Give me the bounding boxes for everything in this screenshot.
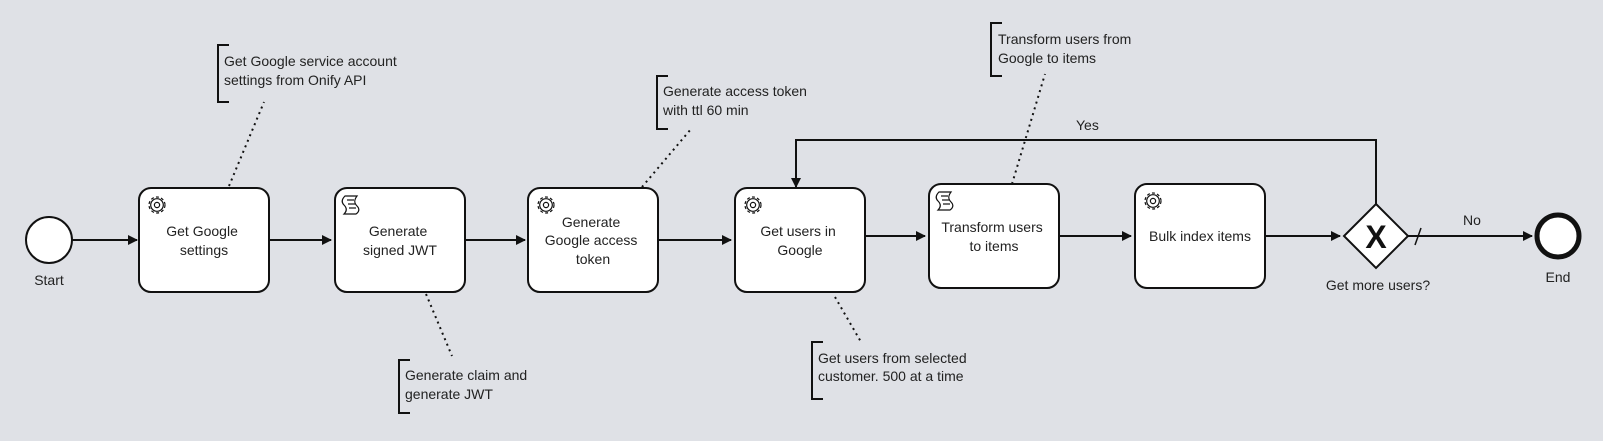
task-label: Generate [562, 214, 621, 230]
svg-text:Generate claim and gener: Generate claim and generate JWT [405, 367, 531, 402]
end-event-icon [1534, 212, 1582, 260]
text-annotation-jwt[interactable]: Generate claim and generate JWT [398, 359, 531, 414]
svg-text:Transform users to items: Transform users to items [941, 219, 1046, 254]
task-label: Google [777, 242, 822, 258]
annotation-line: Transform users from [998, 31, 1131, 47]
task-get-google-settings[interactable]: Get Google settings [138, 187, 270, 293]
annotation-line: Get users from selected [818, 350, 967, 366]
associations [228, 73, 1046, 357]
gear-icon [1144, 192, 1162, 210]
default-flow-marker [1414, 227, 1422, 246]
gear-icon [744, 196, 762, 214]
end-event[interactable]: End [1534, 212, 1582, 285]
association-settings [228, 101, 265, 187]
annotation-line: generate JWT [405, 386, 493, 402]
annotation-line: customer. 500 at a time [818, 368, 964, 384]
task-label: Generate [369, 223, 428, 239]
task-label: Get users in [760, 223, 835, 239]
gear-icon [537, 196, 555, 214]
annotation-line: Google to items [998, 50, 1096, 66]
svg-text:Get users from selected: Get users from selected customer. 500 at… [818, 350, 971, 384]
association-get-users [834, 296, 862, 343]
annotation-line: Generate claim and [405, 367, 527, 383]
exclusive-gateway-icon [1342, 202, 1410, 270]
annotation-line: settings from Onify API [224, 72, 366, 88]
task-bulk-index-items[interactable]: Bulk index items [1134, 183, 1266, 289]
svg-text:Bulk index items: Bulk index items [1149, 228, 1251, 244]
svg-text:Generate signed JWT: Generate signed JWT [363, 223, 437, 258]
text-annotation-get-users[interactable]: Get users from selected customer. 500 at… [811, 341, 971, 400]
exclusive-gateway[interactable]: X Get more users? [1326, 202, 1430, 293]
svg-text:Generate Google access: Generate Google access token [545, 214, 642, 267]
task-generate-signed-jwt[interactable]: Generate signed JWT [334, 187, 466, 293]
annotation-line: Generate access token [663, 83, 807, 99]
association-transform [1011, 73, 1046, 185]
task-get-users-in-google[interactable]: Get users in Google [734, 187, 866, 293]
text-annotation-settings[interactable]: Get Google service account settings from… [217, 44, 401, 103]
task-label: settings [180, 242, 228, 258]
task-transform-users-to-items[interactable]: Transform users to items [928, 183, 1060, 289]
annotation-line: Get Google service account [224, 53, 397, 69]
task-generate-google-access-token[interactable]: Generate Google access token [527, 187, 659, 293]
task-label: to items [969, 238, 1018, 254]
task-label: signed JWT [363, 242, 437, 258]
svg-text:Get Google settings: Get Google settings [166, 223, 242, 258]
annotation-line: with ttl 60 min [662, 102, 749, 118]
flow-label-no: No [1463, 212, 1481, 228]
task-label: Get Google [166, 223, 238, 239]
gear-icon [148, 196, 166, 214]
task-label: token [576, 251, 610, 267]
task-label: Google access [545, 232, 638, 248]
sequence-flows [72, 139, 1533, 246]
task-label: Transform users [941, 219, 1042, 235]
text-annotation-token[interactable]: Generate access token with ttl 60 min [656, 75, 811, 130]
flow-gateway-yes-loop[interactable] [791, 139, 1377, 204]
association-token [641, 128, 692, 188]
svg-text:Get users in Google: Get users in Google [760, 223, 839, 258]
flow-label-yes: Yes [1076, 117, 1099, 133]
task-label: Bulk index items [1149, 228, 1251, 244]
gateway-marker: X [1365, 219, 1387, 255]
svg-text:Generate access token wi: Generate access token with ttl 60 min [662, 83, 811, 118]
start-event-label: Start [34, 272, 64, 288]
gateway-label: Get more users? [1326, 277, 1430, 293]
svg-text:Transform users from Goo: Transform users from Google to items [998, 31, 1135, 66]
end-event-label: End [1546, 269, 1571, 285]
text-annotation-transform[interactable]: Transform users from Google to items [990, 22, 1135, 77]
start-event[interactable]: Start [25, 216, 73, 288]
svg-text:Get Google service account: Get Google service account settings from… [224, 53, 401, 88]
start-event-icon [25, 216, 73, 264]
association-jwt [425, 293, 453, 357]
